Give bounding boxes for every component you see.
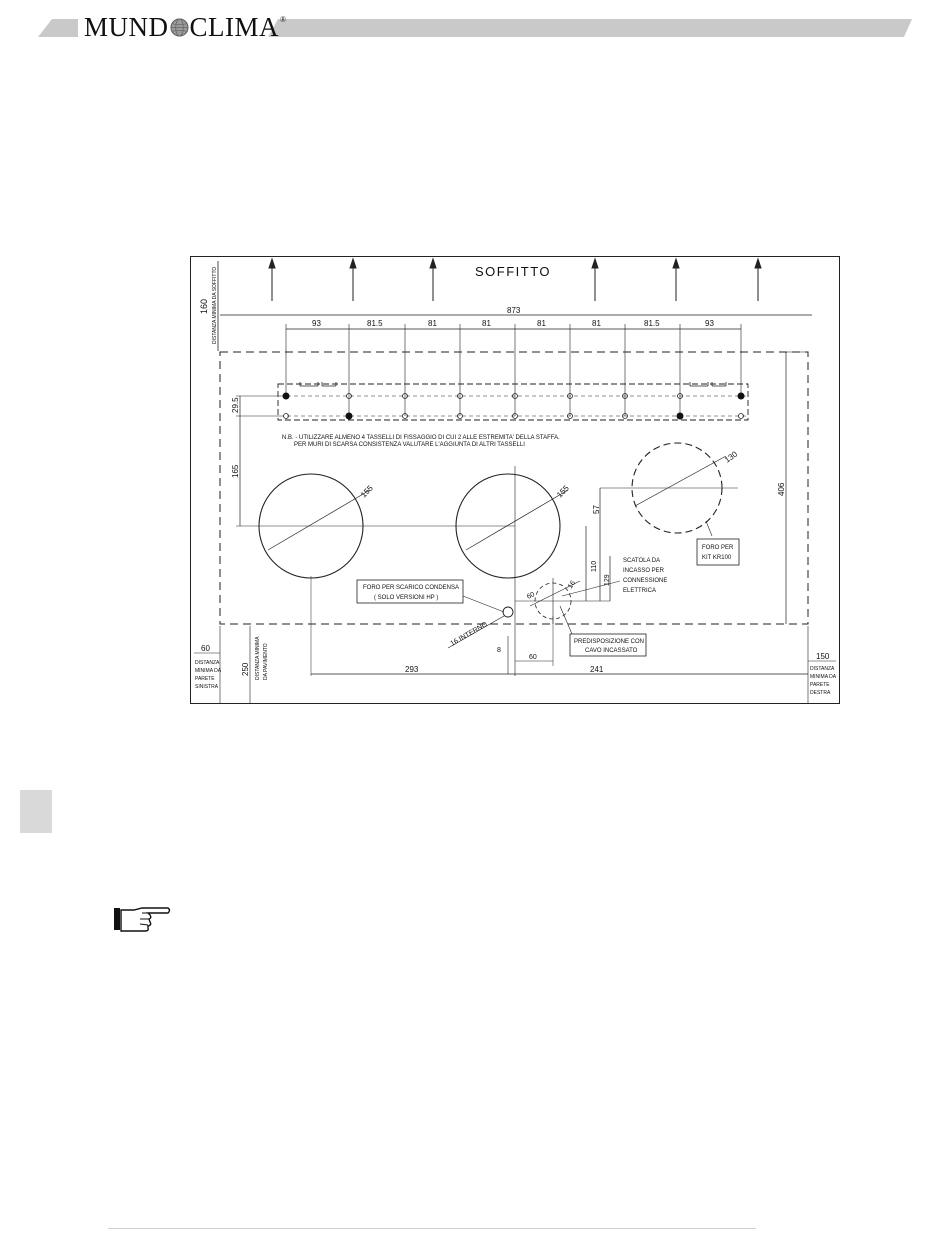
ceiling-distance-label: DISTANZA MINIMA DA SOFFITTO [212,267,218,344]
right-label-1: DISTANZA [810,666,835,672]
header-bar [38,19,912,37]
dim-57: 57 [592,505,601,514]
note-line-1: N.B. - UTILIZZARE ALMENO 4 TASSELLI DI F… [282,435,560,441]
kit-label-2: KIT KR100 [702,555,732,561]
floor-label-2: DA PAVIMENTO [263,643,269,680]
drain-label-2: ( SOLO VERSIONI HP ) [374,595,438,601]
dim-8: 8 [497,647,501,654]
ceiling-arrows [268,257,762,301]
ceiling-distance-value: 160 [199,299,209,314]
right-label-3: PARETE [810,682,830,688]
cable-label-box [569,633,647,657]
cable-label-1: PREDISPOSIZIONE CON [574,639,644,645]
hole-left-diameter: 155 [359,483,375,499]
left-label-4: SINISTRA [195,684,219,690]
spacing-5: 81 [537,319,546,328]
left-label-2: MINIMA DA [195,668,222,674]
page-header: MUND CLIMA ® [0,0,950,60]
kit-label-box [696,538,740,566]
left-wall-distance: 60 [201,644,210,653]
unit-outline [219,351,809,625]
right-wall-distance: 150 [816,652,830,661]
spacing-8: 93 [705,319,714,328]
spacing-7: 81.5 [644,319,660,328]
drain-label-1: FORO PER SCARICO CONDENSA [363,585,459,591]
page-side-tab [20,790,52,833]
floor-distance: 250 [241,662,250,676]
registered-mark: ® [280,14,287,24]
mounting-bracket [277,383,749,421]
spacing-2: 81.5 [367,319,383,328]
bracket-dim-165: 165 [231,464,240,478]
spacing-1: 93 [312,319,321,328]
left-label-1: DISTANZA [195,660,220,666]
footer-rule [108,1228,756,1229]
dim-110: 110 [591,561,598,572]
dim-60-bottom: 60 [529,654,537,661]
total-width-value: 873 [507,306,521,315]
brand-text-left: MUND [84,11,169,42]
box-label-3: CONNESSIONE [623,578,667,584]
box-label-4: ELETTRICA [623,588,656,594]
box-label-2: INCASSO PER [623,568,665,574]
drain-hole [502,606,514,618]
note-line-2: PER MURI DI SCARSA CONSISTENZA VALUTARE … [294,442,525,448]
dim-293: 293 [405,665,419,674]
dim-241: 241 [590,665,604,674]
brand-logo: MUND CLIMA ® [84,11,287,42]
dim-16-small: 16 [567,580,577,590]
bracket-dim-29-5: 29.5 [231,397,240,413]
left-label-3: PARETE [195,676,215,682]
brand-text-right: CLIMA [189,11,280,42]
unit-height-406: 406 [777,482,786,496]
dim-129: 129 [604,574,611,586]
pipe-hole-center [455,473,561,579]
spacing-6: 81 [592,319,601,328]
drain-label-box [356,579,464,604]
drain-interno-label: 16 INTERNO [450,621,490,648]
dim-60-small: 60 [526,591,536,601]
spacing-3: 81 [428,319,437,328]
right-label-4: DESTRA [810,690,831,696]
cable-label-2: CAVO INCASSATO [585,648,638,654]
hole-center-diameter: 155 [555,483,571,499]
fixing-holes [282,392,745,420]
right-label-2: MINIMA DA [810,674,837,680]
floor-label-1: DISTANZA MINIMA [255,636,261,680]
kit-hole-diameter: 130 [723,449,740,464]
ceiling-label: SOFFITTO [475,264,551,279]
globe-icon [169,17,189,37]
kit-label-1: FORO PER [702,545,734,551]
pointing-hand-icon [114,907,171,932]
installation-drawing: SOFFITTO 160 DISTANZA MINIMA DA SOFFITTO… [190,256,840,704]
box-label-1: SCATOLA DA [623,558,660,564]
spacing-4: 81 [482,319,491,328]
